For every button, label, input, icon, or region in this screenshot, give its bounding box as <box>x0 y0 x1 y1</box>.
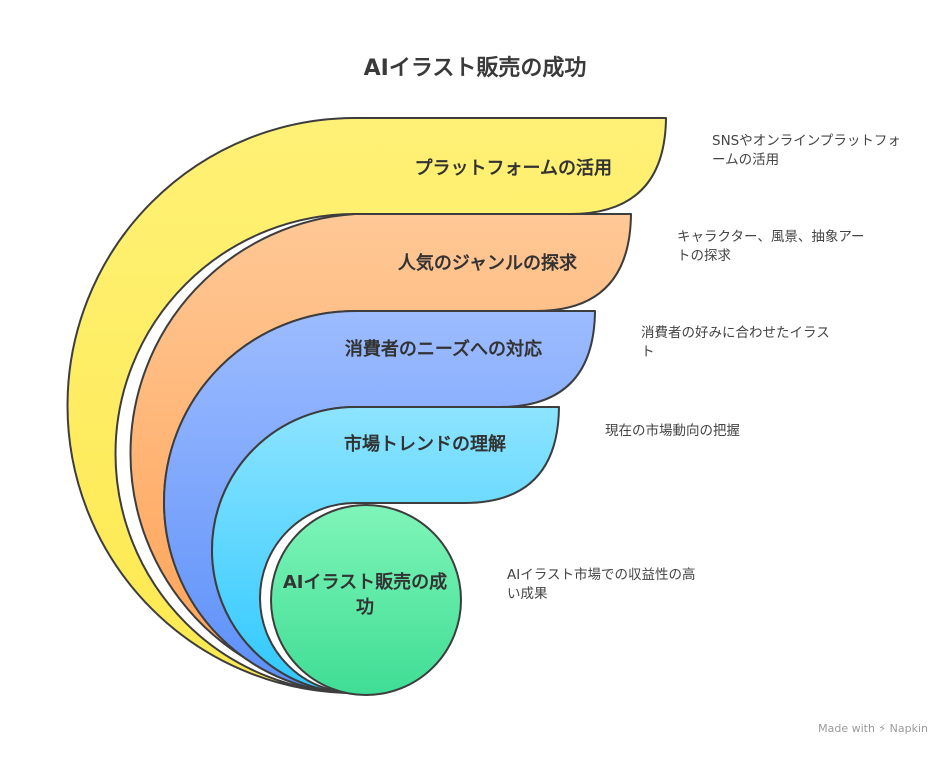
core-circle <box>270 504 462 696</box>
napkin-watermark: Made with ⚡ Napkin <box>818 722 928 735</box>
layer-desc-trend: 現在の市場動向の把握 <box>605 423 740 439</box>
layer-label-genre: 人気のジャンルの探求 <box>397 253 577 274</box>
layer-desc-genre: キャラクター、風景、抽象アートの探求 <box>677 229 865 264</box>
layer-label-trend: 市場トレンドの理解 <box>344 434 506 455</box>
layer-platform-shape <box>66 117 667 694</box>
core-desc: AIイラスト市場での収益性の高い成果 <box>507 567 696 602</box>
layer-label-needs: 消費者のニーズへの対応 <box>344 339 542 360</box>
page-title: AIイラスト販売の成功 <box>363 56 587 81</box>
layer-trend-shape <box>211 406 560 694</box>
layer-label-platform: プラットフォームの活用 <box>414 158 612 179</box>
layer-desc-platform: SNSやオンラインプラットフォームの活用 <box>712 133 901 168</box>
layer-desc-needs: 消費者の好みに合わせたイラスト <box>641 325 830 360</box>
core-label: AIイラスト販売の成功 <box>282 572 448 618</box>
